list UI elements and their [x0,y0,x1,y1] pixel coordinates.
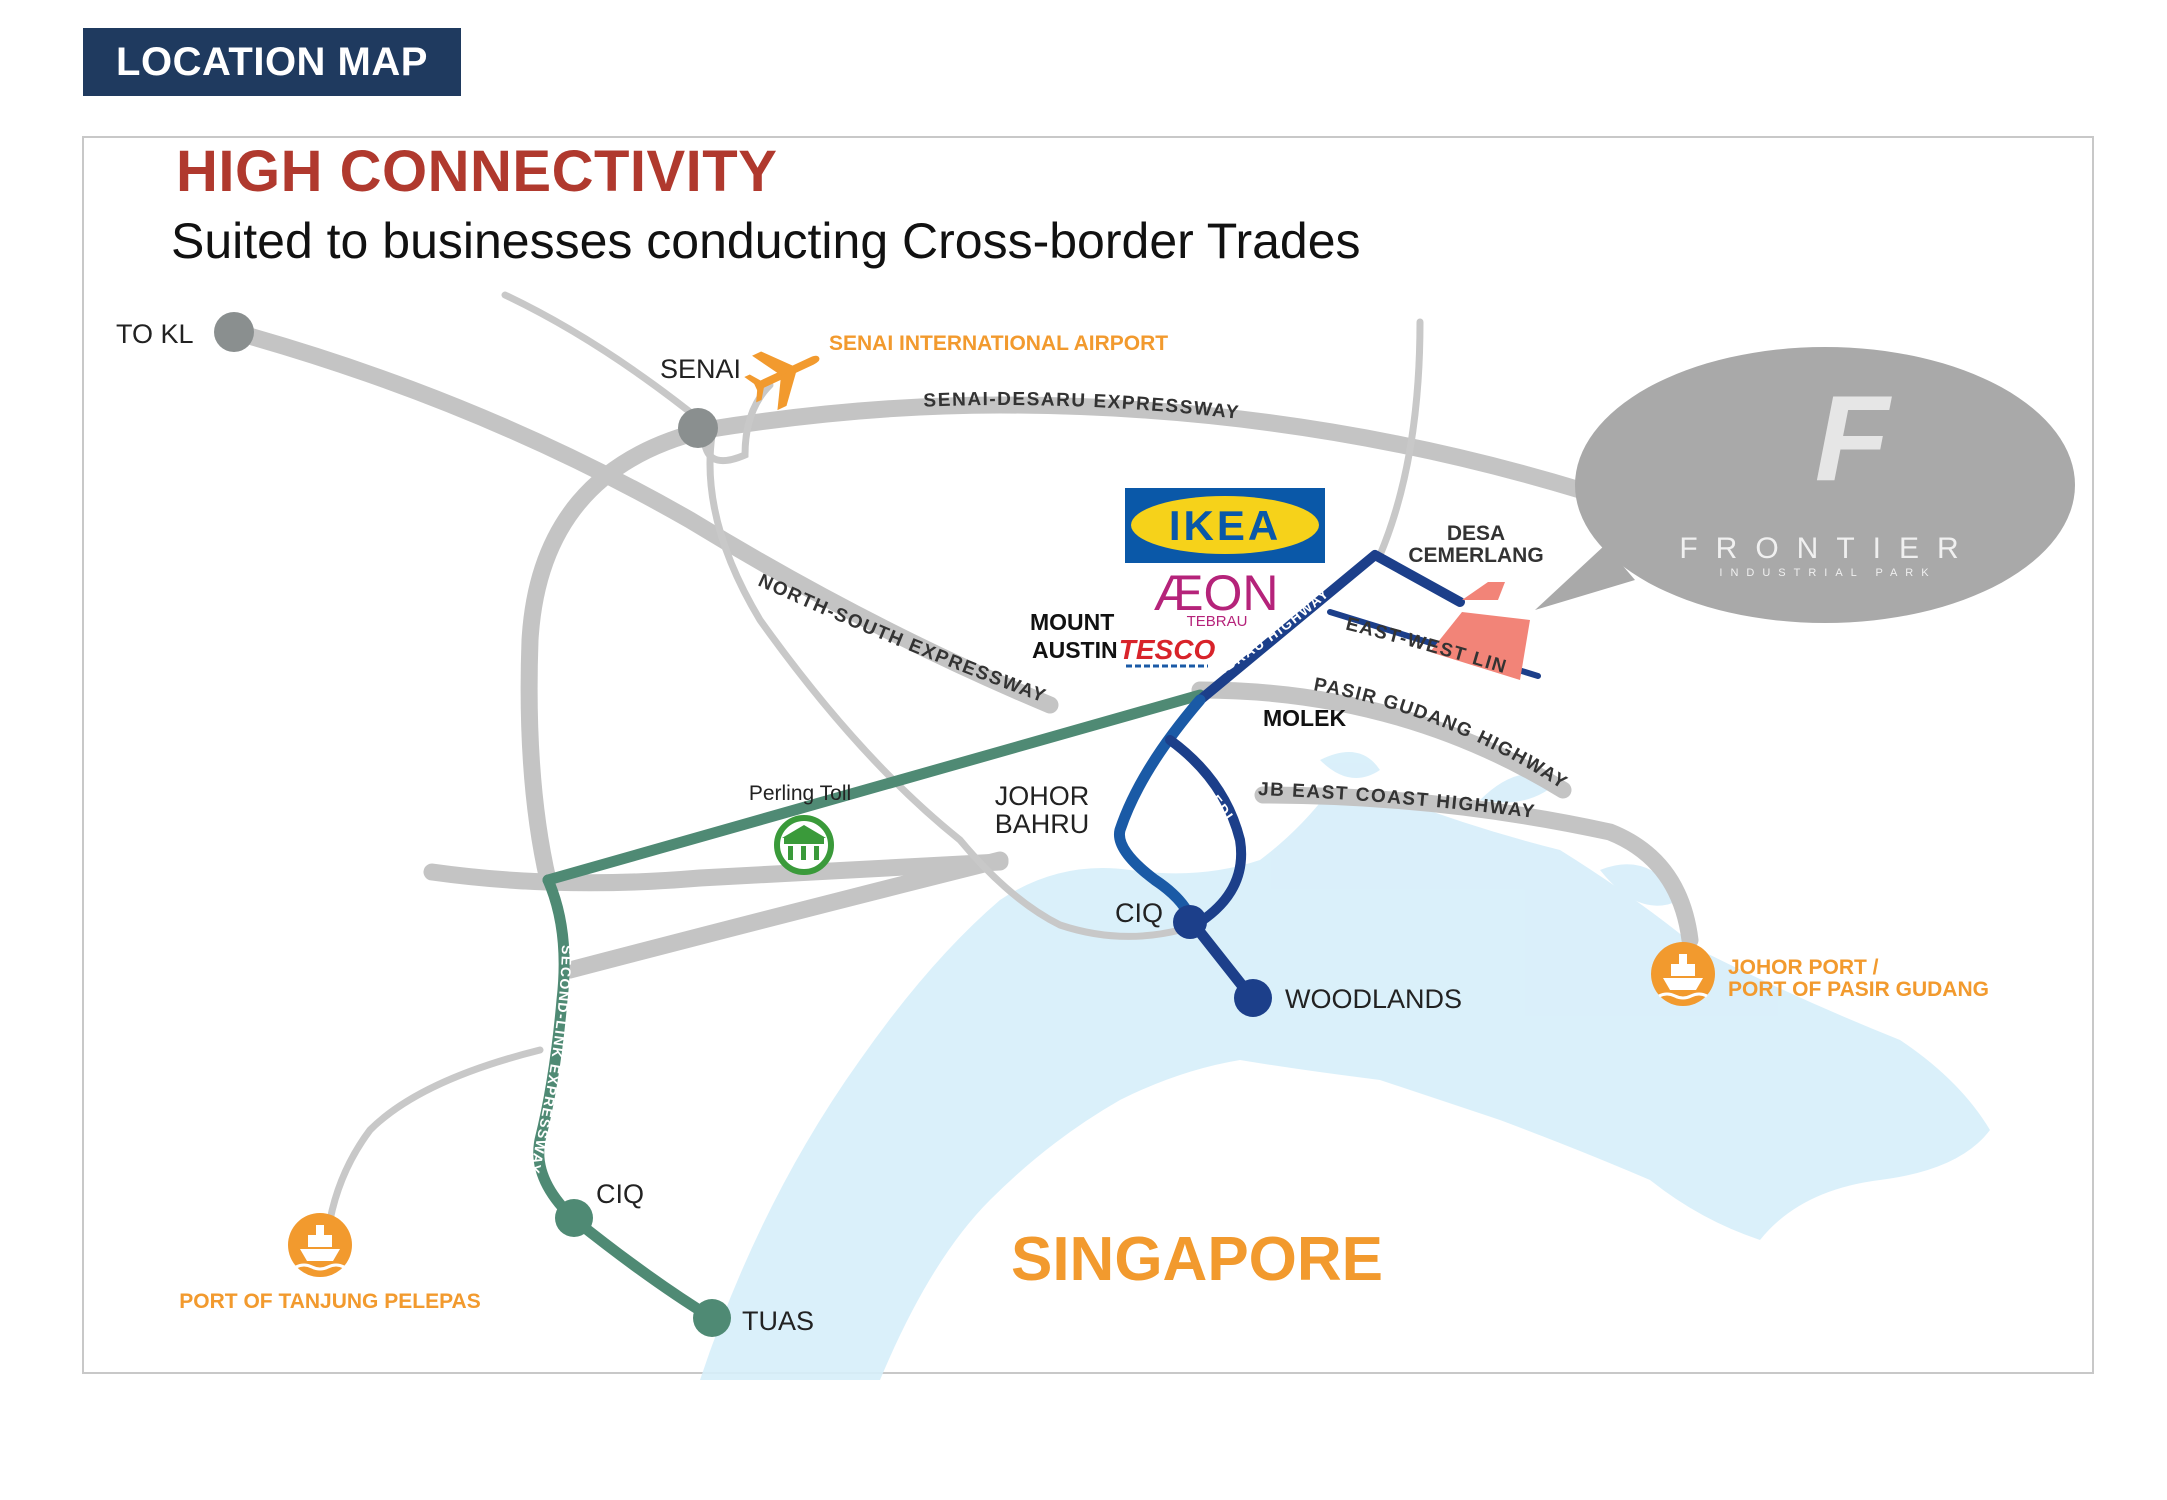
to-kl-label: TO KL [116,319,194,349]
desa-label: DESA [1447,522,1505,545]
headline: HIGH CONNECTIVITY [176,139,778,204]
perling-toll-label: Perling Toll [749,782,851,805]
frontier-site-marker [1430,582,1530,680]
svg-text:ÆON: ÆON [1154,565,1279,621]
senai-node[interactable] [678,408,718,448]
tesco-logo: TESCO [1119,634,1216,668]
tuas-label: TUAS [742,1306,814,1336]
second-link-label: SECOND-LINK EXPRESSWAY [526,945,575,1176]
ship-icon [288,1213,352,1277]
frontier-logo-letter: F [1815,370,1893,506]
ciq-north-node[interactable] [1173,905,1207,939]
subheadline: Suited to businesses conducting Cross-bo… [171,213,1361,269]
ikea-logo: IKEA [1125,488,1325,563]
frontier-wordmark: FRONTIER [1679,532,1976,565]
second-link-expressway [533,689,1206,1324]
aeon-tebrau-logo: ÆON TEBRAU [1154,565,1279,630]
ciq-south-node[interactable] [555,1199,593,1237]
ship-icon [1651,942,1715,1006]
road-network-grey [226,323,1699,979]
svg-text:TEBRAU: TEBRAU [1187,613,1248,630]
svg-text:TESCO: TESCO [1119,634,1216,665]
north-south-label: NORTH-SOUTH EXPRESSWAY [755,570,1049,707]
woodlands-label: WOODLANDS [1285,984,1462,1014]
mount-label: MOUNT [1030,609,1114,635]
airport-label: SENAI INTERNATIONAL AIRPORT [829,332,1168,355]
frontier-subtitle: INDUSTRIAL PARK [1719,567,1936,579]
senai-label: SENAI [660,354,741,384]
svg-text:IKEA: IKEA [1169,502,1281,549]
map-frame [82,136,2094,1374]
airplane-icon [744,351,820,411]
johor-port-label-line2: PORT OF PASIR GUDANG [1728,978,1989,1001]
tuas-node[interactable] [693,1299,731,1337]
ciq-south-label: CIQ [596,1179,644,1209]
ciq-north-label: CIQ [1115,898,1163,928]
johor-label: JOHOR [995,781,1090,811]
singapore-label: SINGAPORE [1011,1225,1383,1294]
molek-label: MOLEK [1263,705,1346,731]
cemerlang-label: CEMERLANG [1408,544,1543,567]
port-tanjung-label: PORT OF TANJUNG PELEPAS [179,1290,480,1313]
johor-port-label-line1: JOHOR PORT / [1728,956,1879,979]
location-map-badge: LOCATION MAP [83,28,461,96]
bahru-label: BAHRU [995,809,1090,839]
woodlands-node[interactable] [1234,979,1272,1017]
frontier-callout-bubble: F FRONTIER INDUSTRIAL PARK [1535,347,2075,623]
austin-label: AUSTIN [1032,637,1118,663]
toll-plaza-icon [774,815,834,875]
road-network-grey-thin [326,291,1424,1224]
to-kl-node[interactable] [214,312,254,352]
senai-desaru-label: SENAI-DESARU EXPRESSWAY [923,389,1241,424]
